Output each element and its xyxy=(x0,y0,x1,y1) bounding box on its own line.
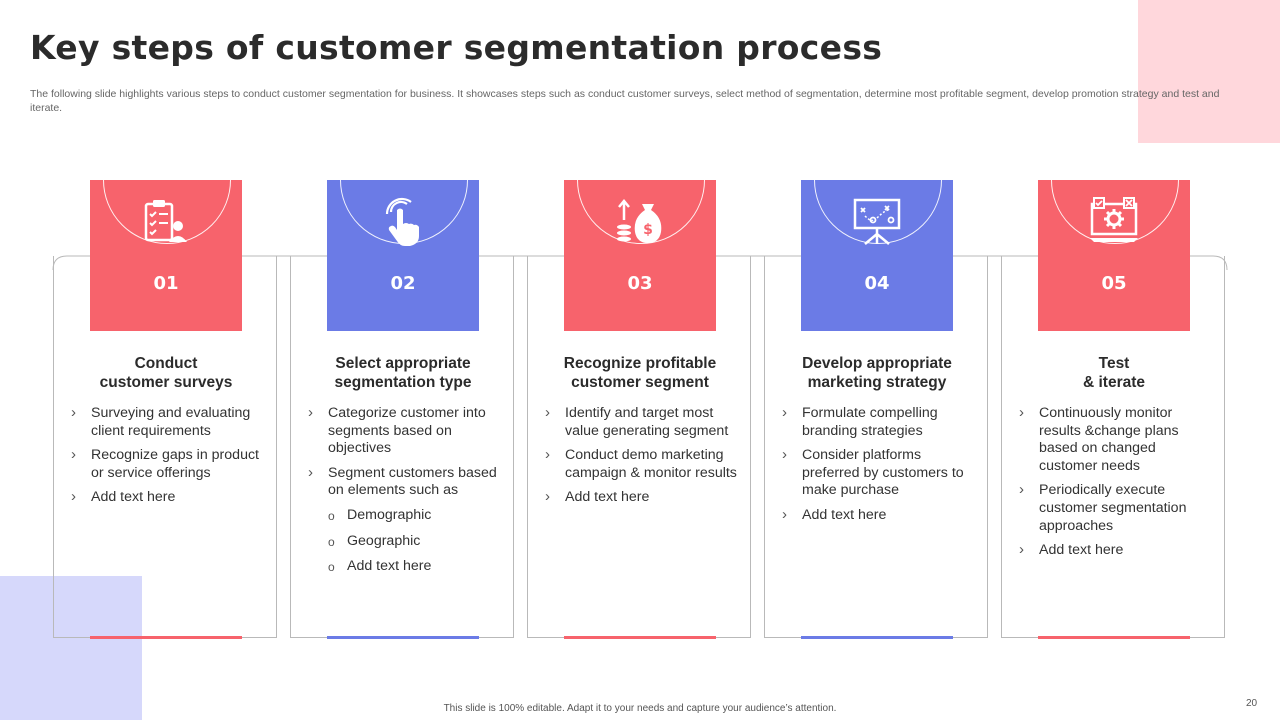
step-heading: Recognize profitable customer segment xyxy=(563,355,717,391)
sub-bullet-item: Demographic xyxy=(306,507,502,525)
bullet-item: Add text here xyxy=(1017,541,1213,560)
sub-bullet-item: Geographic xyxy=(306,533,502,551)
bullet-item: Categorize customer into segments based … xyxy=(306,404,502,458)
bullet-item: Surveying and evaluating client requirem… xyxy=(69,404,265,440)
step-number: 04 xyxy=(864,273,890,294)
decor-pink-block xyxy=(1138,0,1280,143)
step-underline xyxy=(327,636,479,639)
step-bullets: Categorize customer into segments based … xyxy=(306,404,502,584)
bullet-item: Conduct demo marketing campaign & monito… xyxy=(543,446,739,482)
slide-subtitle: The following slide highlights various s… xyxy=(30,88,1220,114)
step-underline xyxy=(801,636,953,639)
step-heading: Develop appropriate marketing strategy xyxy=(802,355,952,391)
slide-title: Key steps of customer segmentation proce… xyxy=(30,28,883,67)
step-heading: Conduct customer surveys xyxy=(99,355,233,391)
step-bullets: Identify and target most value generatin… xyxy=(543,404,739,514)
step-number: 05 xyxy=(1101,273,1127,294)
bullet-item: Add text here xyxy=(780,506,976,525)
step-tile: 02 xyxy=(327,180,479,331)
bullet-item: Identify and target most value generatin… xyxy=(543,404,739,440)
touch-hand-icon xyxy=(385,197,419,246)
step-card-3: $ 03 Recognize profitable customer segme… xyxy=(527,180,753,639)
step-bullets: Continuously monitor results &change pla… xyxy=(1017,404,1213,567)
slide-footer: This slide is 100% editable. Adapt it to… xyxy=(443,703,837,714)
bullet-item: Periodically execute customer segmentati… xyxy=(1017,481,1213,535)
bullet-item: Continuously monitor results &change pla… xyxy=(1017,404,1213,475)
bullet-item: Add text here xyxy=(543,488,739,507)
step-heading: Test & iterate xyxy=(1082,355,1146,391)
bullet-item: Formulate compelling branding strategies xyxy=(780,404,976,440)
survey-clipboard-icon xyxy=(144,200,187,242)
step-tile: 05 xyxy=(1038,180,1190,331)
strategy-board-icon xyxy=(853,198,901,245)
svg-text:$: $ xyxy=(643,222,653,238)
step-card-2: 02 Select appropriate segmentation type … xyxy=(290,180,516,639)
step-tile: $ 03 xyxy=(564,180,716,331)
step-number: 01 xyxy=(153,273,179,294)
step-heading: Select appropriate segmentation type xyxy=(334,355,472,391)
step-card-4: 04 Develop appropriate marketing strateg… xyxy=(764,180,990,639)
step-bullets: Surveying and evaluating client requirem… xyxy=(69,404,265,514)
step-tile: 04 xyxy=(801,180,953,331)
bullet-item: Add text here xyxy=(69,488,265,507)
step-underline xyxy=(1038,636,1190,639)
step-number: 02 xyxy=(390,273,416,294)
step-card-1: 01 Conduct customer surveys Surveying an… xyxy=(53,180,279,639)
step-underline xyxy=(90,636,242,639)
step-underline xyxy=(564,636,716,639)
laptop-gear-icon xyxy=(1090,197,1138,242)
step-card-5: 05 Test & iterate Continuously monitor r… xyxy=(1001,180,1227,639)
step-tile: 01 xyxy=(90,180,242,331)
bullet-item: Recognize gaps in product or service off… xyxy=(69,446,265,482)
bullet-item: Segment customers based on elements such… xyxy=(306,464,502,500)
page-number: 20 xyxy=(1246,698,1258,709)
step-bullets: Formulate compelling branding strategies… xyxy=(780,404,976,532)
sub-bullet-item: Add text here xyxy=(306,558,502,576)
decor-lavender-block xyxy=(0,576,142,720)
money-bag-icon: $ xyxy=(617,199,662,243)
step-number: 03 xyxy=(627,273,653,294)
bullet-item: Consider platforms preferred by customer… xyxy=(780,446,976,500)
